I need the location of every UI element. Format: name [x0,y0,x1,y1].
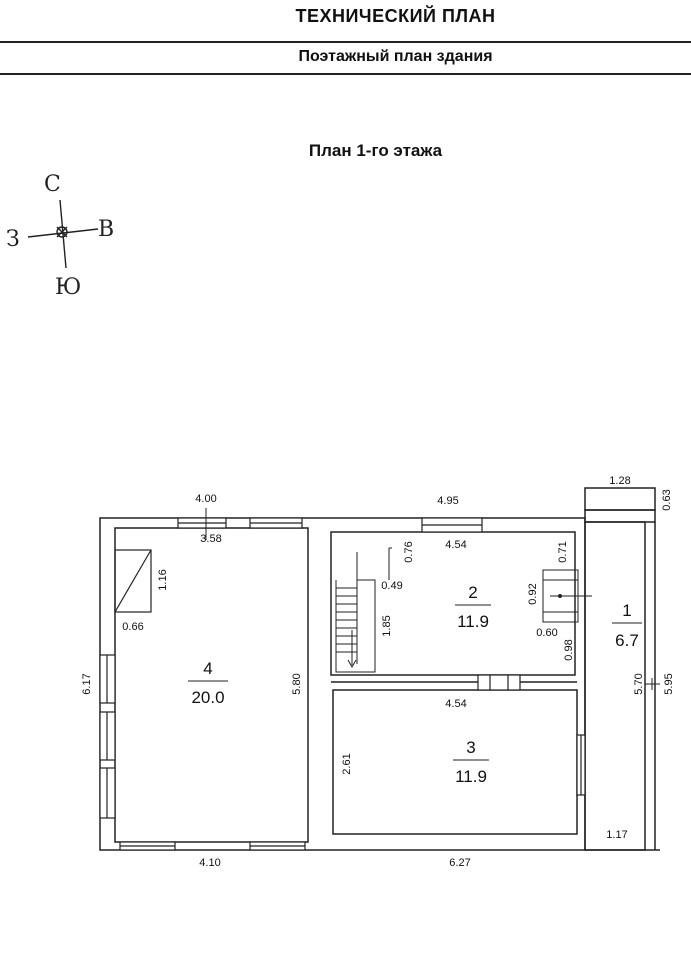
door [477,674,521,691]
divider-top [0,41,691,43]
dim-label: 0.98 [563,639,575,660]
room-3-outline [332,689,578,835]
svg-text:4: 4 [203,659,212,678]
document-title: ТЕХНИЧЕСКИЙ ПЛАН [295,6,496,26]
dim-label: 5.95 [663,673,675,694]
dim-label: 1.85 [381,615,393,636]
dim-label: 5.70 [633,673,645,694]
windows [99,517,586,851]
compass-north-label: С [44,172,61,197]
room-label-4: 4 20.0 [188,659,228,707]
compass-west-label: З [6,227,20,252]
svg-text:2: 2 [468,583,477,602]
room-4-outline [114,527,309,843]
closet [114,549,152,613]
dim-label: 0.71 [557,541,569,562]
dim-label: 4.10 [199,857,220,869]
dim-label: 4.54 [445,539,466,551]
staircase [335,547,392,673]
plan-title: План 1-го этажа [308,141,443,160]
dim-label: 0.63 [661,489,673,510]
svg-text:11.9: 11.9 [457,612,489,631]
compass-south-label: Ю [55,275,81,300]
dim-label: 4.95 [437,495,458,507]
divider-bottom [0,73,691,75]
dim-label: 5.80 [291,673,303,694]
stair-arrow-icon [347,659,357,669]
dim-label: 4.54 [445,698,466,710]
room-label-3: 3 11.9 [453,738,489,786]
dim-label: 1.16 [157,569,169,590]
dim-label: 0.60 [536,627,557,639]
dim-label: 2.61 [341,753,353,774]
room-label-2: 2 11.9 [455,583,491,631]
compass-rose [27,199,99,269]
dim-label: 4.00 [195,493,216,505]
svg-text:6.7: 6.7 [615,631,639,650]
svg-text:20.0: 20.0 [191,688,224,707]
dim-label: 6.27 [449,857,470,869]
svg-text:11.9: 11.9 [455,767,487,786]
svg-text:1: 1 [622,601,631,620]
dim-label: 1.17 [606,829,627,841]
compass-center-icon [56,226,68,238]
dim-label: 0.76 [403,541,415,562]
dim-label: 0.92 [527,583,539,604]
compass-ns-line [59,199,67,269]
compass-east-label: В [98,217,114,242]
porch-step [584,487,656,511]
dim-label: 6.17 [81,673,93,694]
dim-label: 0.66 [122,621,143,633]
document-subtitle: Поэтажный план здания [298,48,493,65]
dim-label: 3.58 [200,533,221,545]
svg-text:3: 3 [466,738,475,757]
room-label-1: 1 6.7 [612,601,642,650]
dim-label: 0.49 [381,580,402,592]
dim-label: 1.28 [609,475,630,487]
niche [542,569,592,623]
